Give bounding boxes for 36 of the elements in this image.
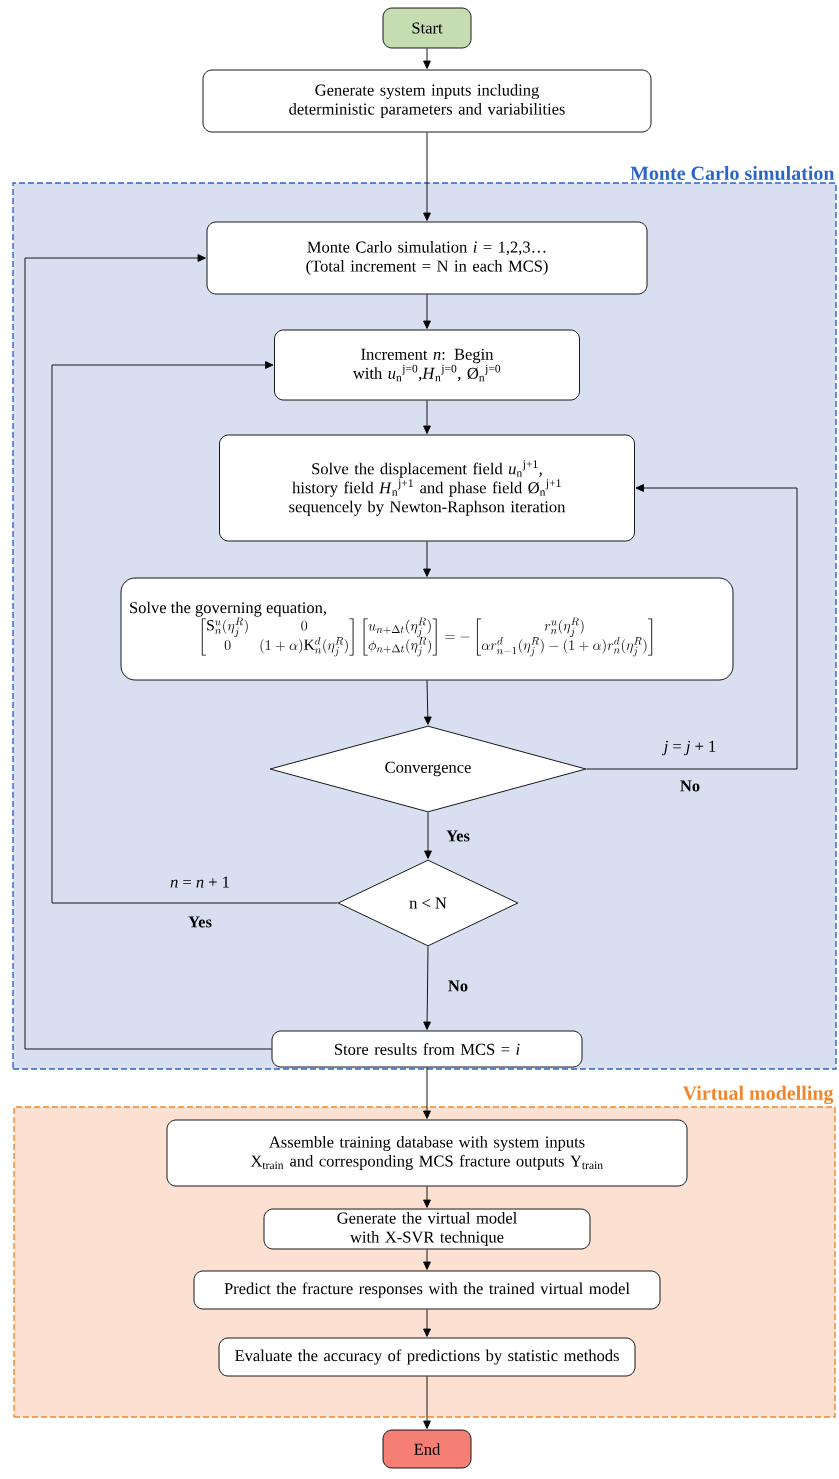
arrow xyxy=(423,294,431,329)
process-box: Increment n: Begin with u$_{n}$$^{j=0}$,H$_{n}$$^{j=0}$, Ø$_{n}$j=0 xyxy=(274,329,580,401)
terminal-box: Start xyxy=(382,7,472,49)
arrow xyxy=(423,1067,431,1119)
arrow xyxy=(423,946,431,1030)
arrow xyxy=(423,1249,431,1270)
process-box: Assemble training database with system inputs X$_{train}$ and corresponding MCS fracture outputs Y$_{train}$ xyxy=(166,1119,688,1187)
process-box: Predict the fracture responses with the trained virtual model xyxy=(193,1270,661,1310)
arrow xyxy=(423,1186,431,1208)
arrow xyxy=(24,254,272,1050)
arrow xyxy=(423,48,431,69)
arrow xyxy=(424,812,432,859)
edge-label: Yes xyxy=(446,830,470,842)
loop-counter-label: n = n + 1 xyxy=(170,876,229,888)
edge-label: No xyxy=(448,980,468,992)
loop-counter-label: j = j + 1 xyxy=(662,740,716,756)
node-label: Monte Carlo simulation xyxy=(630,165,835,181)
arrow xyxy=(586,484,798,770)
terminal-box: End xyxy=(382,1429,472,1469)
process-box: Monte Carlo simulation i = 1,2,3… (Total increment = N in each MCS) xyxy=(206,221,648,295)
process-box: Generate system inputs including deterministic parameters and variabilities xyxy=(202,69,652,133)
arrow xyxy=(423,1376,431,1429)
arrow xyxy=(423,400,431,434)
arrow xyxy=(423,132,431,221)
edge-label: Yes xyxy=(188,916,212,928)
arrow xyxy=(423,680,432,725)
process-box: Solve the displacement field u$_{n}$$^{j+1}$, history field H$_{n}$$^{j+1}$ and phase field Ø$_{n}$j+1 sequencely by Newton-Raphson iteration xyxy=(219,434,635,542)
process-box: Store results from MCS = i xyxy=(271,1030,583,1068)
arrow xyxy=(423,1309,431,1337)
arrow xyxy=(423,541,431,577)
process-box: Evaluate the accuracy of predictions by statistic methods xyxy=(218,1337,636,1377)
node-label: Virtual modelling xyxy=(682,1085,834,1105)
arrow xyxy=(51,361,338,904)
equation-box: Solve the governing equation, $\begin{bmatrix}\mathrm{S}_n^u(\eta_j^R) & 0\\ 0 & (1+\alpha)\mathrm{K}_n^d(\eta_j^R)\end{bmatrix}\begin{bmatrix}u_{n+\Delta t}(\eta_j^R)\\ \phi_{n+\Delta t}(\eta_j^R)\end{bmatrix}=-\begin{bmatrix}r_n^u(\eta_j^R)\\ \alpha r_{n-1}^d(\eta_j^R)-(1+\alpha)r_n^d(\eta_j^R)\end{bmatrix}$ xyxy=(120,577,734,681)
process-box: Generate the virtual model with X-SVR technique xyxy=(263,1208,591,1250)
edge-label: No xyxy=(680,780,700,792)
